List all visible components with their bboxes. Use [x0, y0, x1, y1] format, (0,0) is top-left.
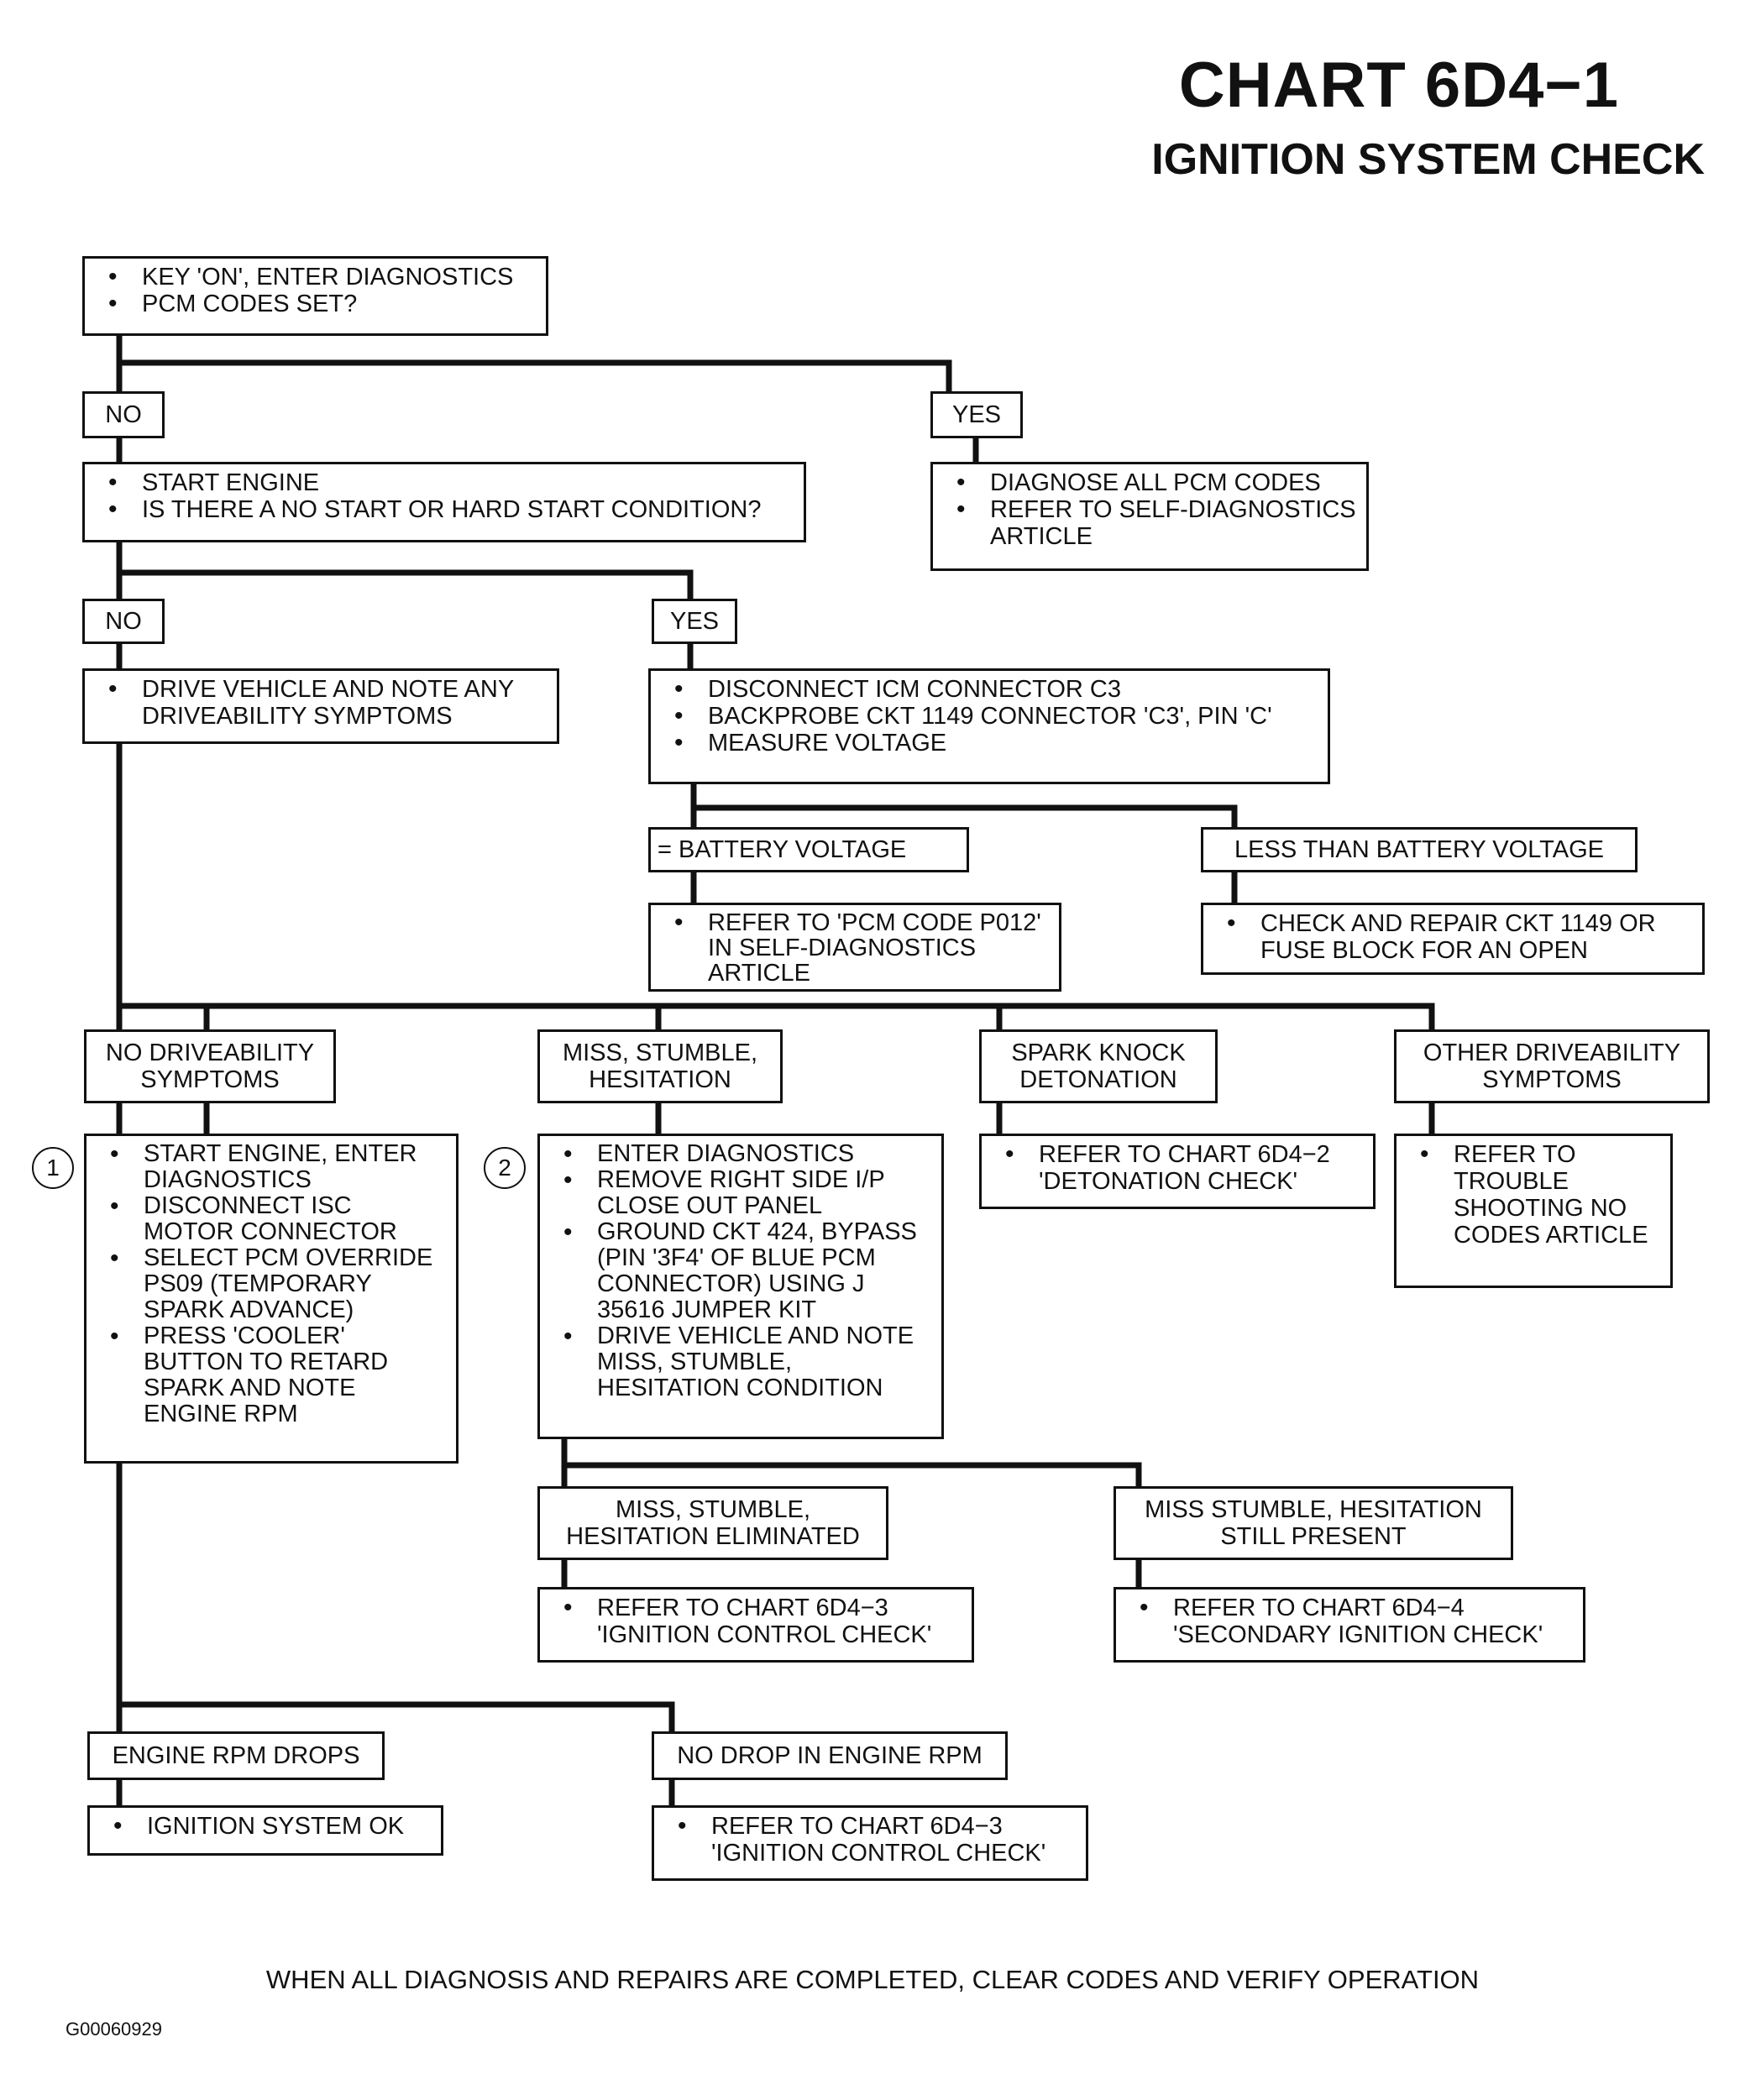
- list-item: REFER TO 'PCM CODE P012' IN SELF-DIAGNOS…: [659, 910, 1051, 986]
- list-item: REFER TO CHART 6D4−2 'DETONATION CHECK': [990, 1141, 1365, 1195]
- list-item: CHECK AND REPAIR CKT 1149 OR FUSE BLOCK …: [1212, 910, 1694, 964]
- step-key-on: KEY 'ON', ENTER DIAGNOSTICSPCM CODES SET…: [82, 256, 548, 336]
- list-item: START ENGINE: [93, 469, 795, 496]
- list-item: DRIVE VEHICLE AND NOTE ANY DRIVEABILITY …: [93, 676, 548, 730]
- label-no: NO: [82, 599, 165, 644]
- step-marker-1: 1: [32, 1147, 74, 1189]
- chart-title: CHART 6D4−1: [1178, 50, 1619, 121]
- list-item: ENTER DIAGNOSTICS: [548, 1141, 933, 1168]
- list-item: REFER TO CHART 6D4−4 'SECONDARY IGNITION…: [1124, 1595, 1575, 1648]
- connector-line: [690, 779, 1238, 830]
- step-marker-2: 2: [484, 1147, 526, 1189]
- connector-line: [116, 1701, 675, 1735]
- list-item: MEASURE VOLTAGE: [659, 730, 1319, 757]
- label-miss-stumble: MISS, STUMBLE, HESITATION: [537, 1029, 783, 1103]
- list-item: KEY 'ON', ENTER DIAGNOSTICS: [93, 264, 537, 291]
- connector-line: [561, 1434, 1142, 1490]
- list-item: REMOVE RIGHT SIDE I/P CLOSE OUT PANEL: [548, 1167, 933, 1219]
- connector-line: [116, 331, 952, 396]
- footer-note: WHEN ALL DIAGNOSIS AND REPAIRS ARE COMPL…: [265, 1965, 1480, 1994]
- label-spark-knock: SPARK KNOCK DETONATION: [979, 1029, 1218, 1103]
- list-item: REFER TO CHART 6D4−3 'IGNITION CONTROL C…: [548, 1595, 963, 1648]
- list-item: PCM CODES SET?: [93, 291, 537, 317]
- list-item: DRIVE VEHICLE AND NOTE MISS, STUMBLE, HE…: [548, 1323, 933, 1401]
- label-equal-battery-voltage: = BATTERY VOLTAGE: [648, 827, 969, 872]
- list-item: SELECT PCM OVERRIDE PS09 (TEMPORARY SPAR…: [95, 1245, 448, 1323]
- list-item: START ENGINE, ENTER DIAGNOSTICS: [95, 1141, 448, 1193]
- step-procedure-1: START ENGINE, ENTER DIAGNOSTICS DISCONNE…: [84, 1134, 459, 1464]
- list-item: BACKPROBE CKT 1149 CONNECTOR 'C3', PIN '…: [659, 703, 1319, 730]
- connector-line: [116, 1003, 1435, 1033]
- list-item: DISCONNECT ISC MOTOR CONNECTOR: [95, 1193, 448, 1245]
- step-disconnect-icm: DISCONNECT ICM CONNECTOR C3BACKPROBE CKT…: [648, 668, 1330, 784]
- list-item: IGNITION SYSTEM OK: [98, 1813, 432, 1840]
- step-refer-6d4-4: REFER TO CHART 6D4−4 'SECONDARY IGNITION…: [1114, 1587, 1585, 1663]
- step-ignition-ok: IGNITION SYSTEM OK: [87, 1805, 443, 1856]
- label-no: NO: [82, 391, 165, 438]
- label-yes: YES: [652, 599, 737, 644]
- list-item: REFER TO CHART 6D4−3 'IGNITION CONTROL C…: [663, 1813, 1077, 1867]
- step-refer-6d4-3: REFER TO CHART 6D4−3 'IGNITION CONTROL C…: [537, 1587, 974, 1663]
- list-item: DISCONNECT ICM CONNECTOR C3: [659, 676, 1319, 703]
- list-item: REFER TO SELF-DIAGNOSTICS ARTICLE: [941, 496, 1358, 550]
- label-eliminated: MISS, STUMBLE, HESITATION ELIMINATED: [537, 1486, 888, 1560]
- step-refer-p012: REFER TO 'PCM CODE P012' IN SELF-DIAGNOS…: [648, 903, 1061, 992]
- list-item: PRESS 'COOLER' BUTTON TO RETARD SPARK AN…: [95, 1323, 448, 1427]
- step-refer-6d4-2: REFER TO CHART 6D4−2 'DETONATION CHECK': [979, 1134, 1376, 1209]
- step-diagnose-codes: DIAGNOSE ALL PCM CODESREFER TO SELF-DIAG…: [930, 462, 1369, 571]
- list-item: DIAGNOSE ALL PCM CODES: [941, 469, 1358, 496]
- step-start-engine: START ENGINEIS THERE A NO START OR HARD …: [82, 462, 806, 542]
- list-item: GROUND CKT 424, BYPASS (PIN '3F4' OF BLU…: [548, 1219, 933, 1323]
- label-rpm-drops: ENGINE RPM DROPS: [87, 1731, 385, 1780]
- list-item: IS THERE A NO START OR HARD START CONDIT…: [93, 496, 795, 523]
- label-yes: YES: [930, 391, 1023, 438]
- step-drive-vehicle: DRIVE VEHICLE AND NOTE ANY DRIVEABILITY …: [82, 668, 559, 744]
- step-refer-trouble-shooting: REFER TO TROUBLE SHOOTING NO CODES ARTIC…: [1394, 1134, 1673, 1288]
- chart-subtitle: IGNITION SYSTEM CHECK: [1151, 135, 1705, 184]
- image-code: G00060929: [66, 2019, 162, 2040]
- label-still-present: MISS STUMBLE, HESITATION STILL PRESENT: [1114, 1486, 1513, 1560]
- label-no-driveability-symptoms: NO DRIVEABILITY SYMPTOMS: [84, 1029, 336, 1103]
- label-no-drop-rpm: NO DROP IN ENGINE RPM: [652, 1731, 1008, 1780]
- list-item: REFER TO TROUBLE SHOOTING NO CODES ARTIC…: [1405, 1141, 1662, 1249]
- label-less-than-battery-voltage: LESS THAN BATTERY VOLTAGE: [1201, 827, 1638, 872]
- label-other-symptoms: OTHER DRIVEABILITY SYMPTOMS: [1394, 1029, 1710, 1103]
- step-procedure-2: ENTER DIAGNOSTICS REMOVE RIGHT SIDE I/P …: [537, 1134, 944, 1439]
- connector-line: [116, 538, 694, 604]
- step-refer-6d4-3-b: REFER TO CHART 6D4−3 'IGNITION CONTROL C…: [652, 1805, 1088, 1881]
- step-check-repair: CHECK AND REPAIR CKT 1149 OR FUSE BLOCK …: [1201, 903, 1705, 975]
